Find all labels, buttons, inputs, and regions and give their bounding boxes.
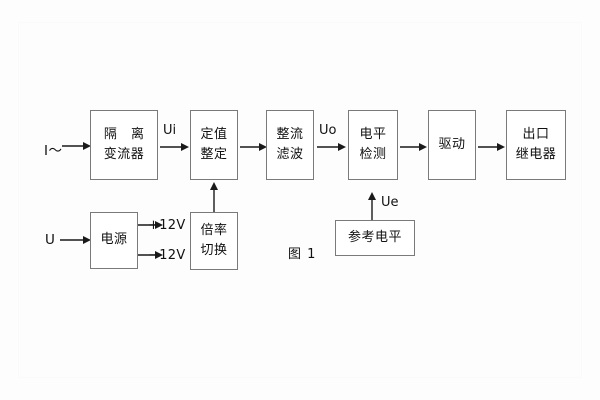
block-setting-adjust-line1: 定值 [200,126,228,142]
current-input-label: I～ [44,143,63,159]
connector-rectify-to-level [317,143,346,151]
connector-power-rail-negative [138,251,163,259]
signal-label-uo: Uo [319,123,337,138]
connector-isolation-to-setting [160,143,189,151]
block-isolation-ct-line1: 隔 离 [103,126,150,142]
connector-drive-to-output-relay [478,143,505,151]
block-rectify-filter: 整流 滤波 [266,110,314,180]
connector-setting-to-rectify [240,143,267,151]
block-output-relay-line2: 继电器 [515,147,557,162]
block-ratio-switch-line2: 切换 [200,243,228,258]
block-ratio-switch-line1: 倍率 [200,222,228,238]
rail-positive-label: +12V [148,218,186,233]
connector-ratio-switch-to-setting [210,182,218,212]
block-level-detect-line2: 检测 [359,147,387,162]
connector-input-to-power-supply [60,236,91,244]
signal-label-ue: Ue [381,195,399,210]
block-setting-adjust-line2: 整定 [200,147,228,162]
block-ratio-switch: 倍率 切换 [190,212,238,270]
block-drive: 驱动 [428,110,476,180]
connector-power-rail-positive [138,221,163,229]
signal-label-ui: Ui [163,123,177,138]
diagram-frame [18,22,582,378]
block-reference-level-line1: 参考电平 [347,229,402,245]
block-power-supply: 电源 [90,212,138,269]
block-power-supply-line1: 电源 [100,232,128,248]
block-level-detect: 电平 检测 [348,110,398,180]
voltage-input-label: U [45,232,56,248]
figure-caption: 图 1 [288,247,317,262]
block-rectify-filter-line1: 整流 [276,126,304,142]
rail-negative-label: −12V [148,248,186,263]
block-level-detect-line1: 电平 [359,126,387,142]
block-isolation-ct: 隔 离 变流器 [90,110,158,180]
block-rectify-filter-line2: 滤波 [276,147,304,162]
block-setting-adjust: 定值 整定 [190,110,238,180]
connector-input-to-isolation [62,142,91,150]
connector-level-to-drive [400,143,427,151]
connector-reference-to-level-detect [368,192,376,220]
block-output-relay-line1: 出口 [522,126,550,142]
block-output-relay: 出口 继电器 [506,110,566,180]
block-drive-line1: 驱动 [438,136,466,152]
block-isolation-ct-line2: 变流器 [103,147,145,162]
block-reference-level: 参考电平 [335,220,415,256]
